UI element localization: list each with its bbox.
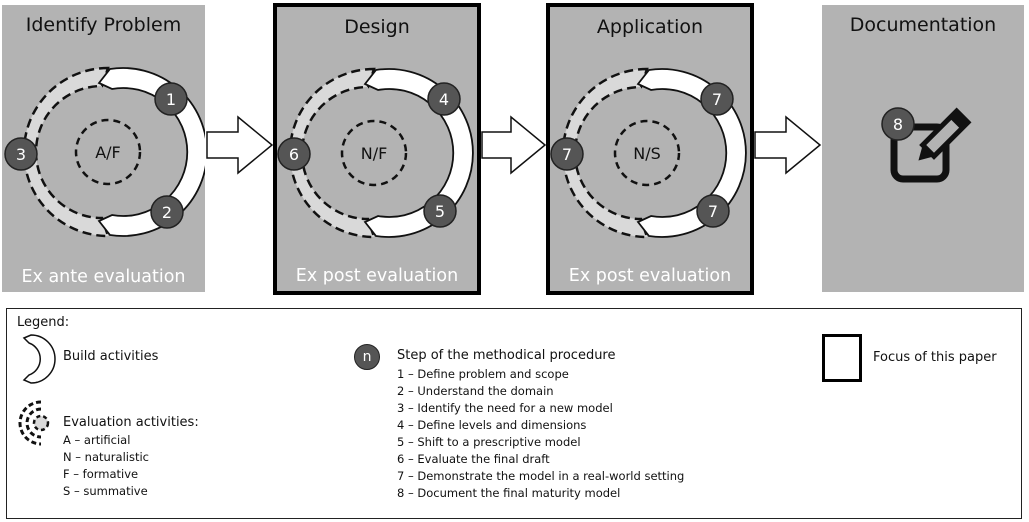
cycle-diagram: N/S 7 7 7	[550, 67, 747, 239]
legend-step-item: 4 – Define levels and dimensions	[397, 418, 587, 432]
svg-text:8: 8	[893, 115, 903, 134]
legend: Legend: Build activities Evaluation acti…	[6, 308, 1022, 519]
svg-text:3: 3	[16, 145, 26, 164]
phase-footer: Ex post evaluation	[295, 266, 459, 286]
focus-symbol	[822, 334, 862, 382]
legend-step-heading: Step of the methodical procedure	[397, 348, 616, 363]
legend-step-item: 1 – Define problem and scope	[397, 367, 569, 381]
step-4: 4	[427, 82, 461, 116]
step-3: 3	[4, 137, 38, 171]
arrow-right-icon	[754, 115, 822, 175]
legend-evaluation-label: Evaluation activities:	[63, 415, 199, 430]
step-6: 6	[277, 137, 311, 171]
svg-text:6: 6	[289, 145, 299, 164]
step-1: 1	[154, 82, 188, 116]
center-label: N/F	[361, 144, 388, 163]
phase-documentation: Documentation 8	[822, 5, 1024, 292]
build-arc-icon	[22, 334, 56, 384]
legend-build-label: Build activities	[63, 349, 159, 364]
center-circle	[74, 118, 142, 186]
phase-application: Application N/S 7 7 7 Ex post evaluation	[546, 3, 754, 295]
svg-text:4: 4	[439, 90, 449, 109]
phase-title: Documentation	[849, 14, 997, 36]
phase-identify-problem: Identify Problem A/F 1 2 3 Ex ante evalu…	[2, 5, 205, 292]
legend-eval-item: S – summative	[63, 484, 148, 498]
arrow-right-icon	[481, 115, 547, 175]
phase-footer: Ex post evaluation	[568, 266, 732, 286]
svg-text:7: 7	[562, 145, 572, 164]
step-2: 2	[150, 195, 184, 229]
phase-design: Design N/F 4 5 6 Ex post evaluation	[273, 3, 481, 295]
evaluation-ring	[288, 67, 376, 239]
legend-step-item: 6 – Evaluate the final draft	[397, 452, 550, 466]
step-7-bottom: 7	[696, 194, 730, 228]
evaluation-rings-icon	[18, 400, 50, 446]
legend-step-item: 5 – Shift to a prescriptive model	[397, 435, 581, 449]
step-7-top: 7	[700, 82, 734, 116]
legend-title: Legend:	[17, 315, 70, 330]
center-circle	[340, 119, 408, 187]
legend-step-item: 8 – Document the final maturity model	[397, 486, 621, 500]
evaluation-ring	[22, 66, 110, 238]
phase-title: Application	[596, 16, 704, 38]
step-5: 5	[423, 194, 457, 228]
cycle-diagram: A/F 1 2 3	[4, 66, 205, 238]
edit-document-icon: 8	[881, 107, 972, 183]
svg-text:1: 1	[166, 90, 176, 109]
legend-step-item: 7 – Demonstrate the model in a real-worl…	[397, 469, 685, 483]
step-7-left: 7	[550, 137, 584, 171]
phase-title: Identify Problem	[25, 14, 182, 36]
step-8: 8	[881, 107, 915, 141]
legend-eval-item: A – artificial	[63, 433, 131, 447]
center-label: N/S	[633, 144, 661, 163]
svg-text:5: 5	[435, 202, 445, 221]
legend-step-item: 2 – Understand the domain	[397, 384, 554, 398]
legend-step-item: 3 – Identify the need for a new model	[397, 401, 613, 415]
legend-focus-label: Focus of this paper	[873, 350, 997, 365]
phase-footer: Ex ante evaluation	[21, 267, 186, 287]
legend-eval-item: F – formative	[63, 467, 139, 481]
svg-text:2: 2	[162, 203, 172, 222]
center-label: A/F	[95, 143, 121, 162]
svg-text:7: 7	[712, 90, 722, 109]
cycle-diagram: N/F 4 5 6	[277, 67, 474, 239]
arrow-right-icon	[206, 115, 274, 175]
phase-title: Design	[344, 16, 410, 38]
center-circle	[613, 119, 681, 187]
svg-text:7: 7	[708, 202, 718, 221]
legend-eval-item: N – naturalistic	[63, 450, 149, 464]
step-symbol: n	[354, 344, 380, 370]
evaluation-ring	[561, 67, 649, 239]
